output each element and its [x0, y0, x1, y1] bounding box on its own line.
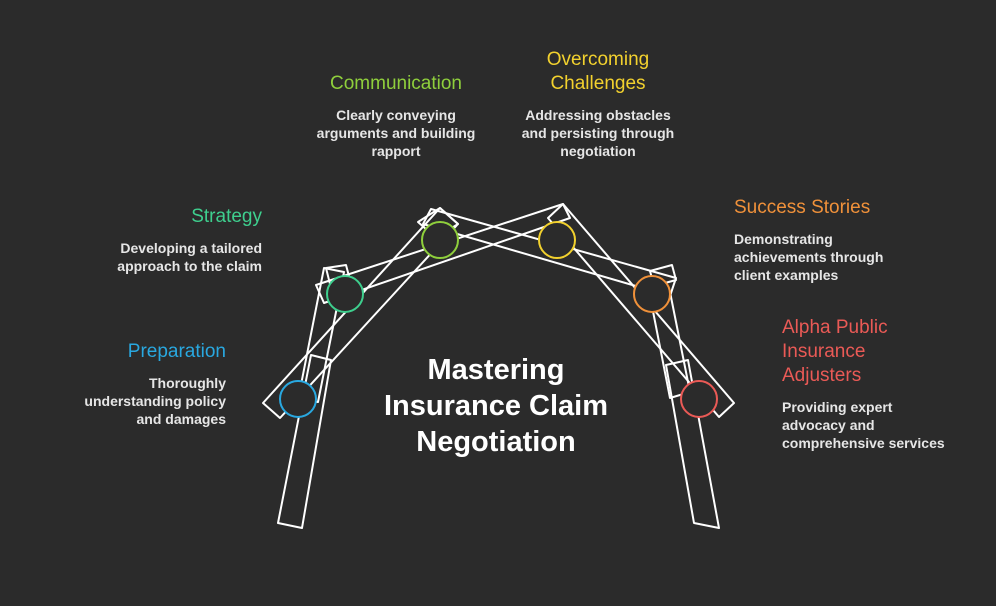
- alpha-desc: Providing expert advocacy and comprehens…: [782, 399, 945, 451]
- alpha-node: [680, 380, 718, 418]
- communication-title: Communication: [330, 73, 462, 94]
- title-line-3: Negotiation: [416, 426, 576, 458]
- challenges-block: Overcoming Challenges Addressing obstacl…: [498, 48, 698, 160]
- strategy-block: Strategy Developing a tailored approach …: [42, 205, 262, 275]
- alpha-title: Alpha Public Insurance Adjusters: [782, 317, 888, 386]
- strategy-node: [326, 275, 364, 313]
- title-line-2: Insurance Claim: [383, 390, 609, 422]
- preparation-title: Preparation: [127, 341, 226, 362]
- communication-desc: Clearly conveying arguments and building…: [316, 107, 476, 159]
- preparation-block: Preparation Thoroughly understanding pol…: [26, 340, 226, 428]
- alpha-block: Alpha Public Insurance Adjusters Providi…: [782, 316, 982, 452]
- success-title: Success Stories: [734, 197, 871, 218]
- preparation-desc: Thoroughly understanding policy and dama…: [84, 375, 226, 427]
- page-title: Mastering Insurance Claim Negotiation: [356, 352, 636, 460]
- challenges-desc: Addressing obstacles and persisting thro…: [521, 107, 675, 159]
- title-line-1: Mastering: [427, 354, 565, 386]
- success-desc: Demonstrating achievements through clien…: [734, 231, 884, 283]
- success-node: [633, 275, 671, 313]
- challenges-node: [538, 221, 576, 259]
- right-diagonal-beam: [547, 203, 735, 418]
- communication-block: Communication Clearly conveying argument…: [296, 72, 496, 160]
- success-block: Success Stories Demonstrating achievemen…: [734, 196, 954, 284]
- challenges-title: Overcoming Challenges: [546, 49, 650, 94]
- strategy-title: Strategy: [191, 206, 262, 227]
- left-cross-beam: [315, 203, 571, 304]
- communication-node: [421, 221, 459, 259]
- strategy-desc: Developing a tailored approach to the cl…: [117, 240, 262, 274]
- preparation-node: [279, 380, 317, 418]
- right-leg-lower: [665, 359, 720, 529]
